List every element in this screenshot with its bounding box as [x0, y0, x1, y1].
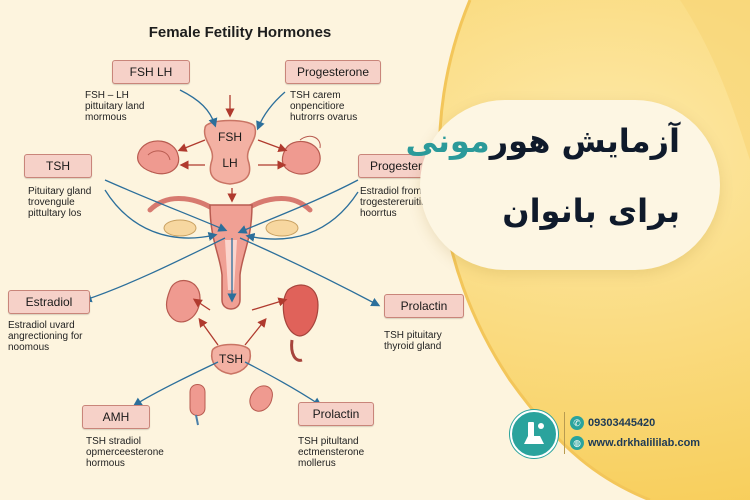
- label-prolactin-bottom: Prolactin: [298, 402, 374, 426]
- label-tsh: TSH: [24, 154, 92, 178]
- label-estradiol: Estradiol: [8, 290, 90, 314]
- lab-logo-icon: [524, 422, 544, 444]
- phone-number: 09303445420: [588, 416, 656, 429]
- headline-dark-text: آزمایش هور: [489, 122, 680, 160]
- headline-teal-text: مونی: [405, 122, 490, 160]
- label-prolactin-mid: Prolactin: [384, 294, 464, 318]
- desc-tsh: Pituitary gland trovengule pittultary lo…: [28, 186, 92, 219]
- label-amh: AMH: [82, 405, 150, 429]
- headline-line1: آزمایش هورمونی: [405, 122, 680, 160]
- right-ovary-illustration: [281, 135, 321, 175]
- desc-prolactin-bottom: TSH pitultand ectmensterone mollerus: [298, 436, 365, 469]
- website-row[interactable]: ◍ www.drkhalililab.com: [570, 436, 700, 450]
- thyroid-illustration: [189, 384, 206, 426]
- center-lh-label: LH: [222, 156, 238, 170]
- center-tsh-label: TSH: [219, 352, 243, 366]
- center-fsh-label: FSH: [218, 130, 242, 144]
- kidney-illustration: [249, 385, 273, 412]
- right-womb-illustration: [282, 284, 319, 362]
- phone-row[interactable]: ✆ 09303445420: [570, 416, 655, 430]
- diagram-title: Female Fetility Hormones: [148, 24, 332, 41]
- hormone-arrows-blue: [82, 89, 381, 407]
- globe-icon: ◍: [570, 436, 584, 450]
- desc-progesterone-top: TSH carem onpencitiore hutrorrs ovarus: [290, 90, 358, 123]
- headline-card: آزمایش هورمونی برای بانوان: [405, 100, 720, 270]
- contact-divider: [564, 412, 565, 454]
- desc-progesterone-mid: Estradiol from trogestereruitine hoorrtu…: [360, 186, 433, 219]
- lab-logo: [510, 410, 558, 458]
- anatomy-illustration: [82, 89, 381, 426]
- desc-fsh-lh: FSH – LH pittuitary land mormous: [85, 90, 145, 123]
- pituitary-gland: [203, 119, 257, 185]
- headline-line2: برای بانوان: [502, 192, 680, 230]
- label-progesterone-top: Progesterone: [285, 60, 381, 84]
- label-fsh-lh: FSH LH: [112, 60, 190, 84]
- phone-icon: ✆: [570, 416, 584, 430]
- left-follicle-illustration: [165, 280, 201, 323]
- desc-amh: TSH stradiol opmerceesterone hormous: [86, 436, 164, 469]
- desc-estradiol: Estradiol uvard angrectioning for noomou…: [8, 320, 83, 353]
- left-ovary-illustration: [137, 140, 180, 175]
- website-link: www.drkhalililab.com: [588, 436, 701, 449]
- desc-prolactin-mid: TSH pituitary thyroid gland: [384, 330, 442, 352]
- lower-gland: [210, 343, 252, 375]
- hormone-arrows-red: [177, 95, 288, 346]
